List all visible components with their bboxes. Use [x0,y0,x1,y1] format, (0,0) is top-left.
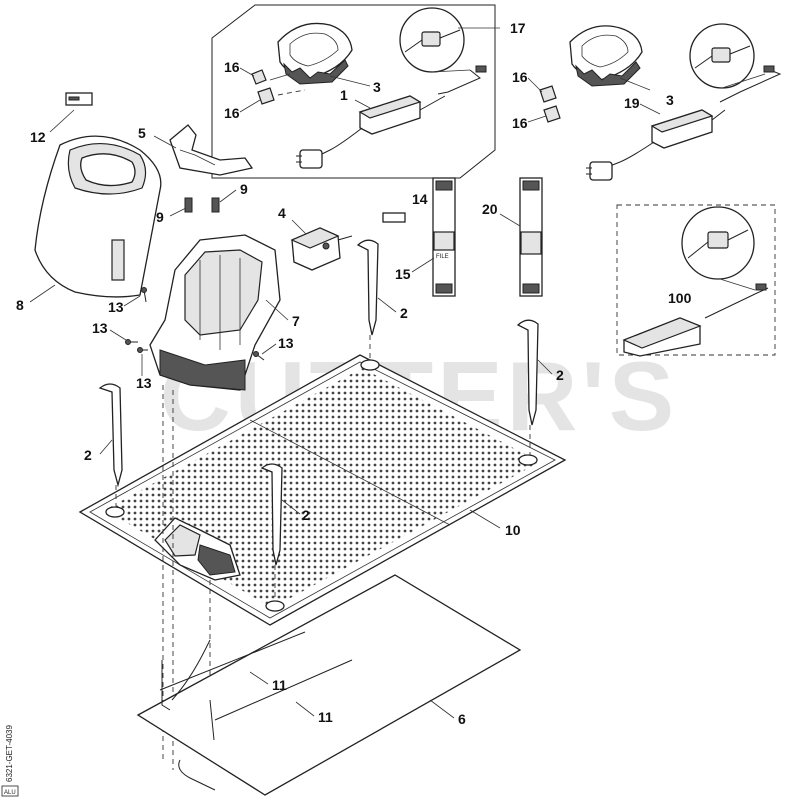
label-16d: 16 [512,115,528,131]
label-13b: 13 [92,320,108,336]
label-strip-part-15: FILE [432,177,456,297]
label-17: 17 [510,20,526,36]
bracket-part-5 [169,124,254,176]
label-19: 19 [624,95,640,111]
label-9a: 9 [240,181,248,197]
kit-100-frame [616,204,776,356]
label-5: 5 [138,125,146,141]
mains-plug-icon-right [586,161,613,181]
label-2d: 2 [302,507,310,523]
label-11a: 11 [272,677,287,693]
clip-part-16-top [251,69,275,105]
label-13a: 13 [108,299,124,315]
label-3a: 3 [373,79,381,95]
station-cover-part-3 [277,22,353,85]
label-6: 6 [458,711,466,727]
label-2a: 2 [400,305,408,321]
drawing-id-text: 6321-GET-4039 [5,725,14,782]
label-14: 14 [412,191,428,207]
label-1: 1 [340,87,348,103]
power-supply-part-1 [296,65,487,169]
connector-inset-right [689,23,766,89]
power-supply-part-19 [586,65,782,181]
station-cover-part-3-right [569,25,643,87]
kit-19-group [539,23,782,181]
label-16b: 16 [224,105,240,121]
clip-part-16-right [539,85,561,123]
kit-100-group [616,204,776,357]
label-15: 15 [395,266,411,282]
screw-part-13 [125,287,265,361]
connector-inset [399,7,471,73]
label-2c: 2 [84,447,92,463]
mains-plug-icon [296,149,323,169]
label-100: 100 [668,290,692,306]
kit-17-frame [211,4,496,179]
label-16a: 16 [224,59,240,75]
peg-part-2 [98,239,539,566]
drawing-id: 6321-GET-4039 ALU [1,725,19,797]
terminal-part-4 [290,227,353,271]
label-12: 12 [30,129,46,145]
label-10: 10 [505,522,521,538]
label-strip-part-20 [519,177,543,297]
svg-text:FILE: FILE [436,254,449,260]
docking-station-part-7 [149,234,281,391]
label-13c: 13 [136,375,152,391]
label-sticker-part-12 [65,92,93,106]
cover-part-8 [34,135,162,298]
label-8: 8 [16,297,24,313]
label-4: 4 [278,205,286,221]
perimeter-wire-part-6 [136,574,522,796]
corner-mark: ALU [4,790,16,796]
cable-guide-on-plate [154,517,241,581]
label-9b: 9 [156,209,164,225]
label-13d: 13 [278,335,294,351]
kit-17-group [211,4,500,179]
label-sticker-part-14 [382,212,406,223]
label-11b: 11 [318,709,333,725]
label-7: 7 [292,313,300,329]
label-20: 20 [482,201,498,217]
spring-part-9 [184,197,220,213]
label-3b: 3 [666,92,674,108]
label-16c: 16 [512,69,528,85]
label-2b: 2 [556,367,564,383]
